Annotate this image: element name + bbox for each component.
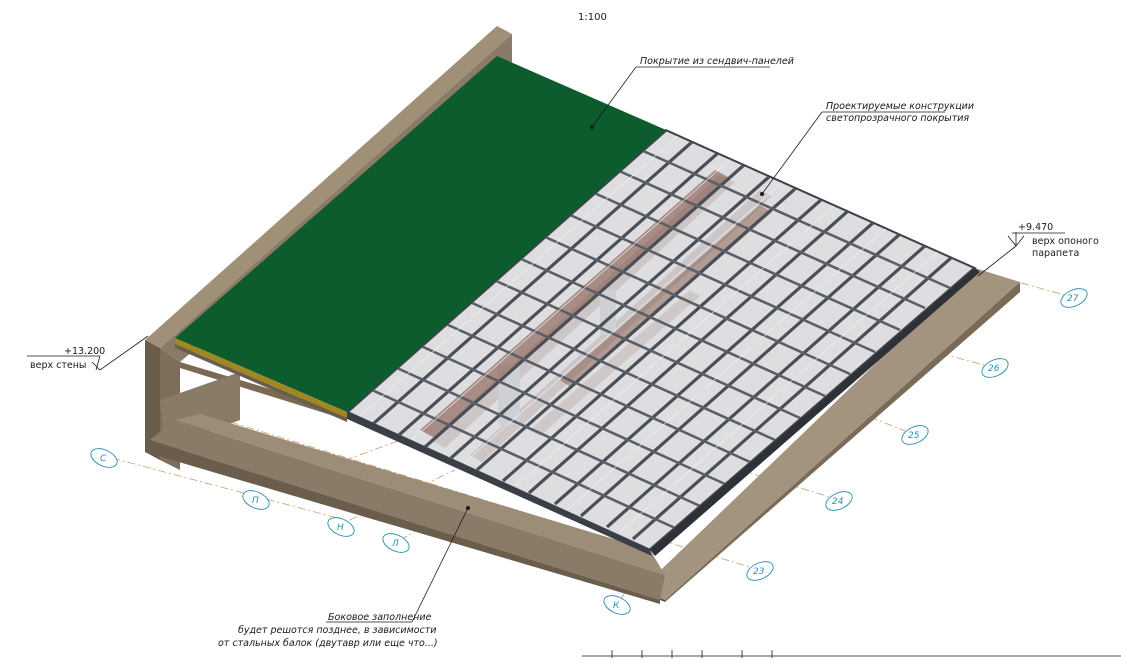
axis-label-27: 27 <box>1067 294 1079 304</box>
elevation-wall-top-value: +13.200 <box>64 346 105 357</box>
leader-skylight <box>760 111 945 196</box>
elevation-wall-top-label: верх стены <box>30 360 86 371</box>
elevation-parapet-label-line1: верх опоного <box>1032 236 1099 247</box>
axis-label-25: 25 <box>908 431 920 441</box>
elevation-wall-top <box>27 335 149 371</box>
title-block-fragment <box>582 650 1121 658</box>
leader-sandwich <box>590 66 770 130</box>
axis-bubbles-lettered <box>90 448 631 615</box>
axis-label-23: 23 <box>753 567 765 577</box>
elevation-parapet-label-line2: парапета <box>1032 248 1079 259</box>
label-side-fill-line3: от стальных балок (двутавр или еще что..… <box>218 638 438 649</box>
axis-label-26: 26 <box>988 364 1000 374</box>
label-skylight-line2: светопрозрачного покрытия <box>826 113 969 124</box>
skylight-structure <box>345 129 980 556</box>
leader-side-fill <box>326 505 470 623</box>
label-sandwich-roof: Покрытие из сендвич-панелей <box>640 56 794 67</box>
axis-label-24: 24 <box>832 497 844 507</box>
axis-label-n: Н <box>337 523 344 533</box>
front-parapet <box>145 268 1020 604</box>
axis-label-s: С <box>100 454 107 464</box>
axis-bubbles-numbered <box>746 288 1088 581</box>
label-skylight-line1: Проектируемые конструкции <box>826 101 974 112</box>
axis-label-l: Л <box>391 539 399 549</box>
elevation-parapet-value: +9.470 <box>1018 222 1053 233</box>
label-side-fill-line2: будет решотся позднее, в зависимости <box>238 625 436 636</box>
axis-label-k: К <box>613 601 620 611</box>
elevation-parapet <box>977 232 1065 277</box>
axis-label-p: П <box>252 496 259 506</box>
label-side-fill-line1: Боковое заполнение <box>328 612 432 623</box>
scale-label: 1:100 <box>578 12 607 23</box>
sandwich-panel-roof <box>175 56 666 422</box>
